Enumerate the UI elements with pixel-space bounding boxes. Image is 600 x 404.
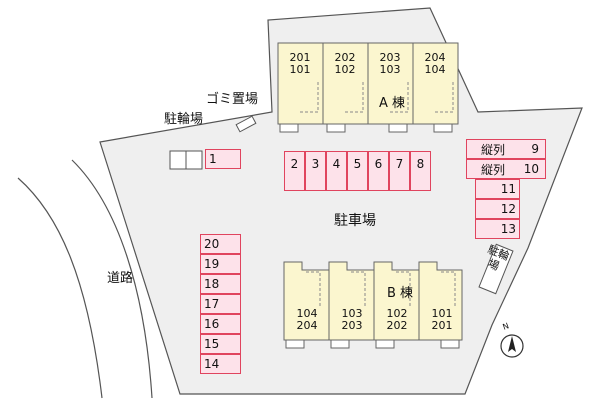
parking-slot: 12 <box>475 199 520 219</box>
parking-slot: 18 <box>200 274 241 294</box>
parking-slot-number: 10 <box>523 162 539 176</box>
building-b-dashes <box>306 271 456 306</box>
parking-slot-parallel: 縦列 10 <box>466 159 546 179</box>
parking-slot: 5 <box>347 151 368 191</box>
parking-slot: 8 <box>410 151 431 191</box>
parking-slot: 19 <box>200 254 241 274</box>
garbage-area <box>235 115 257 133</box>
parking-slot: 2 <box>284 151 305 191</box>
parking-slot: 17 <box>200 294 241 314</box>
road-edge-left <box>17 177 103 399</box>
parking-slot: 11 <box>475 179 520 199</box>
building-a-label: A 棟 <box>379 96 406 111</box>
bike-parking-right <box>478 243 514 295</box>
bike-parking-left-label: 駐輪場 <box>164 112 204 127</box>
garbage-area-label: ゴミ置場 <box>206 92 259 107</box>
parking-slot: 3 <box>305 151 326 191</box>
parking-slot: 13 <box>475 219 520 239</box>
building-a-steps <box>279 123 453 133</box>
parking-slot-parallel: 縦列 9 <box>466 139 546 159</box>
parking-slot: 6 <box>368 151 389 191</box>
road-edge-right <box>71 159 153 399</box>
building-a-dashes <box>300 82 454 113</box>
compass-icon <box>500 334 524 358</box>
building-a-dividers <box>322 43 414 124</box>
building-b-dividers <box>328 270 420 340</box>
parking-slot-type: 縦列 <box>481 142 506 157</box>
parking-slot: 1 <box>205 149 241 169</box>
road-label: 道路 <box>107 271 134 286</box>
parking-slot: 15 <box>200 334 241 354</box>
parking-slot: 4 <box>326 151 347 191</box>
parking-slot-type: 縦列 <box>481 162 506 177</box>
parking-slot: 20 <box>200 234 241 254</box>
building-b-steps <box>285 339 460 349</box>
parking-slot: 14 <box>200 354 241 374</box>
parking-slot: 16 <box>200 314 241 334</box>
building-b-label: B 棟 <box>387 286 414 301</box>
parking-slot-number: 9 <box>531 142 539 156</box>
parking-slot: 7 <box>389 151 410 191</box>
parking-label: 駐車場 <box>334 213 376 229</box>
